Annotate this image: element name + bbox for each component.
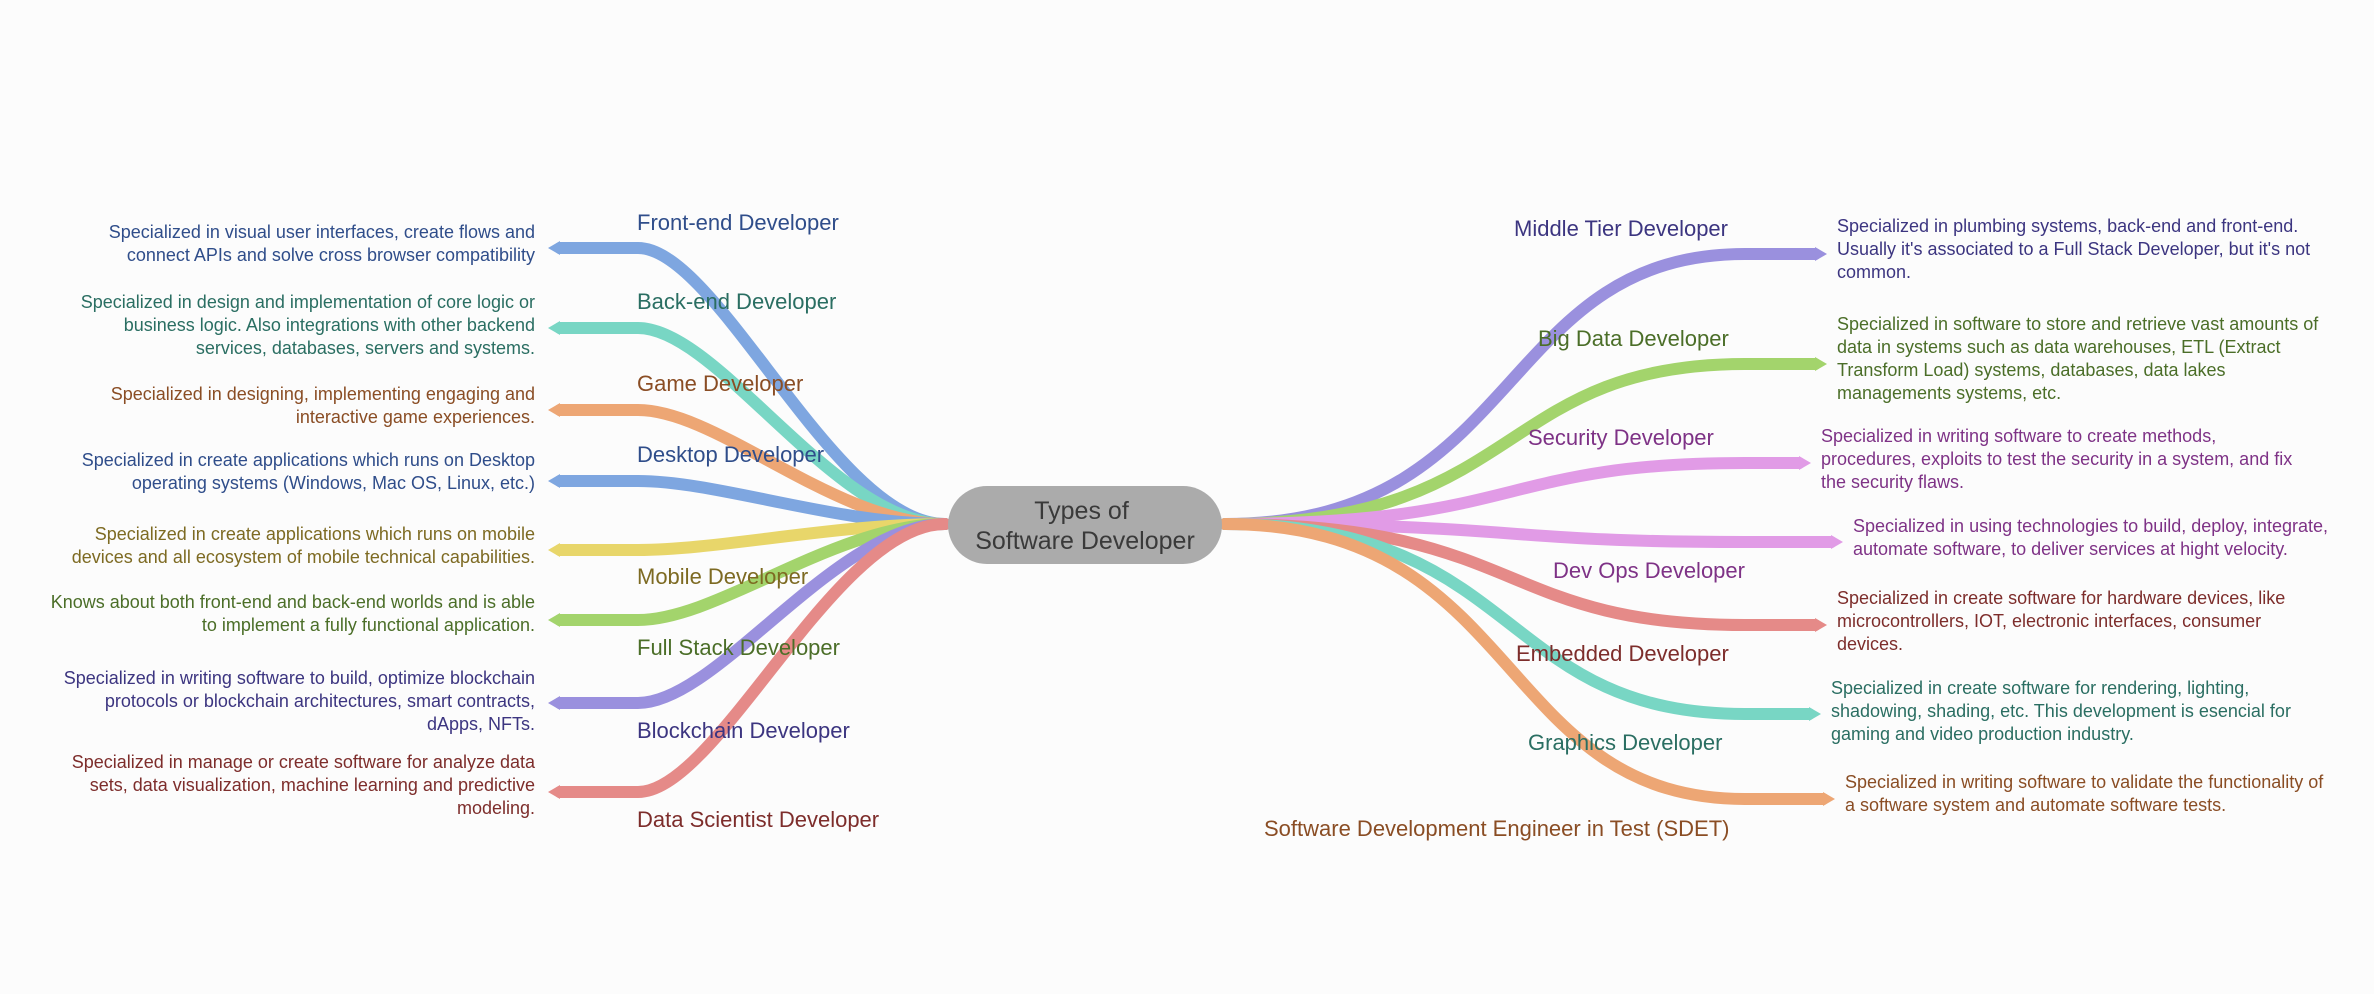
branch-description-frontend-line-1: Specialized in visual user interfaces, c… bbox=[109, 222, 535, 242]
branch-label-embedded: Embedded Developer bbox=[1516, 641, 1729, 666]
branch-label-frontend: Front-end Developer bbox=[637, 210, 839, 235]
branch-description-embedded-line-2: microcontrollers, IOT, electronic interf… bbox=[1837, 611, 2261, 631]
branch-description-fullstack-line-2: to implement a fully functional applicat… bbox=[202, 615, 535, 635]
branch-label-desktop: Desktop Developer bbox=[637, 442, 824, 467]
branch-arrow-devops bbox=[1831, 535, 1843, 549]
branch-description-game-line-1: Specialized in designing, implementing e… bbox=[111, 384, 535, 404]
branch-description-security-line-1: Specialized in writing software to creat… bbox=[1821, 426, 2216, 446]
branch-description-sdet-line-2: a software system and automate software … bbox=[1845, 795, 2226, 815]
branch-label-fullstack: Full Stack Developer bbox=[637, 635, 840, 660]
branch-description-bigdata-line-3: Transform Load) systems, databases, data… bbox=[1837, 360, 2226, 380]
branch-arrow-sdet bbox=[1823, 792, 1835, 806]
branch-label-mobile: Mobile Developer bbox=[637, 564, 808, 589]
branch-arrow-desktop bbox=[548, 474, 560, 488]
branch-arrow-backend bbox=[548, 321, 560, 335]
branch-label-middletier: Middle Tier Developer bbox=[1514, 216, 1728, 241]
branch-line-sdet bbox=[1219, 518, 1829, 805]
branch-connectors bbox=[548, 241, 1843, 806]
branch-description-backend-line-2: business logic. Also integrations with o… bbox=[124, 315, 535, 335]
branch-description-sdet-line-1: Specialized in writing software to valid… bbox=[1845, 772, 2324, 792]
branch-description-embedded-line-3: devices. bbox=[1837, 634, 1903, 654]
branch-arrow-fullstack bbox=[548, 613, 560, 627]
branch-arrow-security bbox=[1799, 456, 1811, 470]
branch-description-mobile-line-2: devices and all ecosystem of mobile tech… bbox=[72, 547, 535, 567]
branch-description-graphics-line-3: gaming and video production industry. bbox=[1831, 724, 2134, 744]
branch-description-backend-line-1: Specialized in design and implementation… bbox=[81, 292, 535, 312]
branch-label-devops: Dev Ops Developer bbox=[1553, 558, 1745, 583]
branch-label-bigdata: Big Data Developer bbox=[1538, 326, 1729, 351]
branch-description-blockchain-line-3: dApps, NFTs. bbox=[427, 714, 535, 734]
branch-description-fullstack-line-1: Knows about both front-end and back-end … bbox=[51, 592, 535, 612]
branch-arrow-embedded bbox=[1815, 618, 1827, 632]
branch-labels: Front-end Developer Specialized in visual… bbox=[51, 210, 2328, 841]
branch-description-graphics-line-1: Specialized in create software for rende… bbox=[1831, 678, 2249, 698]
branch-description-bigdata-line-1: Specialized in software to store and ret… bbox=[1837, 314, 2319, 334]
branch-description-middletier-line-1: Specialized in plumbing systems, back-en… bbox=[1837, 216, 2298, 236]
branch-description-blockchain-line-2: protocols or blockchain architectures, s… bbox=[105, 691, 535, 711]
branch-label-game: Game Developer bbox=[637, 371, 803, 396]
branch-arrow-mobile bbox=[548, 543, 560, 557]
branch-description-bigdata-line-4: managements systems, etc. bbox=[1837, 383, 2061, 403]
branch-label-security: Security Developer bbox=[1528, 425, 1714, 450]
branch-description-embedded-line-1: Specialized in create software for hardw… bbox=[1837, 588, 2285, 608]
branch-arrow-graphics bbox=[1809, 707, 1821, 721]
center-title-line-2: Software Developer bbox=[975, 527, 1195, 555]
branch-label-backend: Back-end Developer bbox=[637, 289, 836, 314]
branch-description-datascience-line-3: modeling. bbox=[457, 798, 535, 818]
branch-description-frontend-line-2: connect APIs and solve cross browser com… bbox=[127, 245, 535, 265]
branch-description-middletier-line-3: common. bbox=[1837, 262, 1911, 282]
branch-arrow-middletier bbox=[1815, 247, 1827, 261]
branch-arrow-blockchain bbox=[548, 696, 560, 710]
branch-line-datascience bbox=[554, 518, 951, 798]
branch-line-middletier bbox=[1219, 248, 1821, 530]
branch-arrow-frontend bbox=[548, 241, 560, 255]
center-bubble[interactable] bbox=[948, 486, 1222, 564]
branch-description-devops-line-1: Specialized in using technologies to bui… bbox=[1853, 516, 2328, 536]
branch-description-desktop-line-2: operating systems (Windows, Mac OS, Linu… bbox=[132, 473, 535, 493]
branch-description-bigdata-line-2: data in systems such as data warehouses,… bbox=[1837, 337, 2281, 357]
branch-label-datascience: Data Scientist Developer bbox=[637, 807, 879, 832]
branch-description-game-line-2: interactive game experiences. bbox=[296, 407, 535, 427]
branch-description-graphics-line-2: shadowing, shading, etc. This developmen… bbox=[1831, 701, 2291, 721]
svg-text:Types of Software Develo: Types of Software Developer bbox=[975, 497, 1195, 555]
branch-description-security-line-3: the security flaws. bbox=[1821, 472, 1964, 492]
branch-label-graphics: Graphics Developer bbox=[1528, 730, 1722, 755]
branch-description-datascience-line-2: sets, data visualization, machine learni… bbox=[90, 775, 535, 795]
branch-description-devops-line-2: automate software, to deliver services a… bbox=[1853, 539, 2288, 559]
branch-arrow-game bbox=[548, 403, 560, 417]
branch-description-datascience-line-1: Specialized in manage or create software… bbox=[72, 752, 536, 772]
branch-arrow-datascience bbox=[548, 785, 560, 799]
branch-description-middletier-line-2: Usually it's associated to a Full Stack … bbox=[1837, 239, 2310, 259]
branch-description-mobile-line-1: Specialized in create applications which… bbox=[95, 524, 535, 544]
branch-line-bigdata bbox=[1219, 358, 1821, 530]
branch-description-desktop-line-1: Specialized in create applications which… bbox=[82, 450, 535, 470]
branch-arrow-bigdata bbox=[1815, 357, 1827, 371]
center-node[interactable]: Types of Software Developer bbox=[948, 486, 1222, 564]
branch-label-blockchain: Blockchain Developer bbox=[637, 718, 850, 743]
branch-description-security-line-2: procedures, exploits to test the securit… bbox=[1821, 449, 2292, 469]
branch-description-backend-line-3: services, databases, servers and systems… bbox=[196, 338, 535, 358]
branch-label-sdet: Software Development Engineer in Test (S… bbox=[1264, 816, 1729, 841]
branch-description-blockchain-line-1: Specialized in writing software to build… bbox=[64, 668, 535, 688]
center-title-line-1: Types of bbox=[1034, 497, 1129, 525]
